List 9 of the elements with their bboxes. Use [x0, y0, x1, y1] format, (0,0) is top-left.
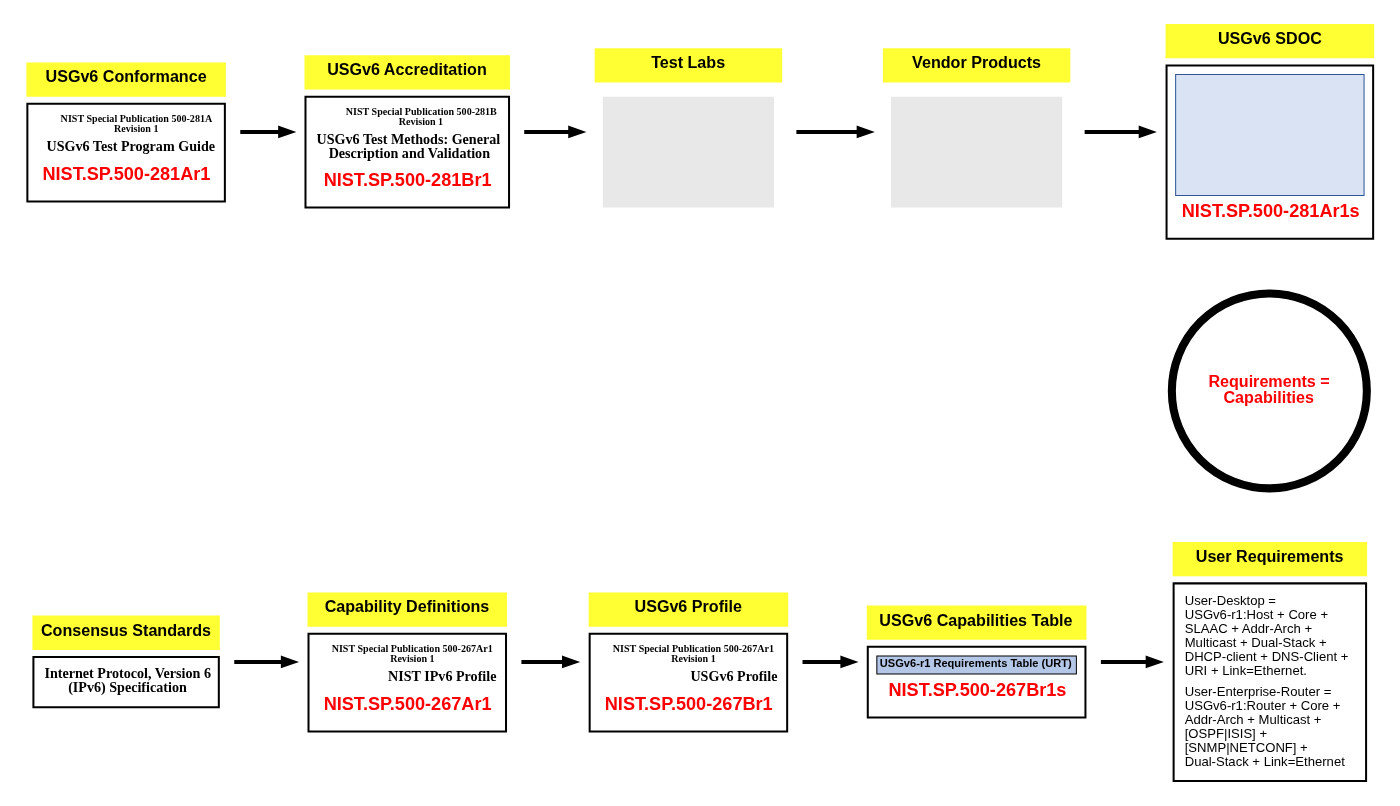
arrow	[234, 655, 300, 669]
arrow	[796, 125, 875, 139]
arrow	[1100, 655, 1164, 669]
node-circle: Requirements = Capabilities	[1167, 289, 1371, 493]
arrow	[240, 125, 297, 139]
arrow	[1084, 125, 1157, 139]
arrow	[802, 655, 859, 669]
arrow	[521, 655, 581, 669]
arrow	[524, 125, 587, 139]
